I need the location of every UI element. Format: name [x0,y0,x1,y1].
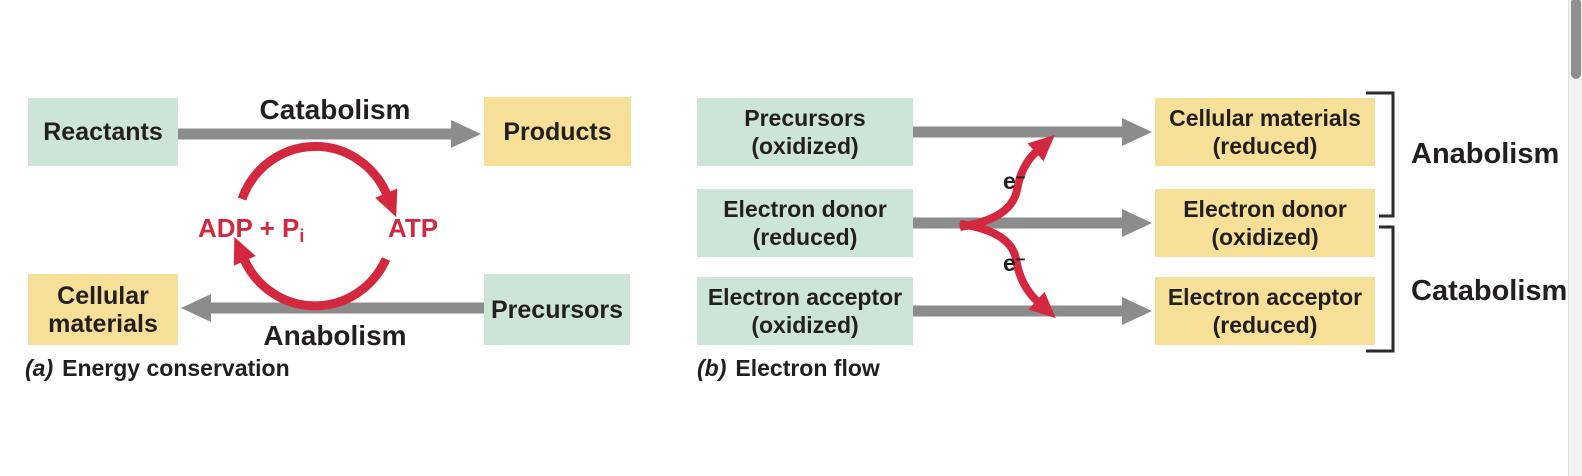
panel-a-caption-text: Energy conservation [62,355,290,381]
reactants-box: Reactants [28,98,178,166]
catabolism-label: Catabolism [259,94,411,125]
atp-cycle-top-arc [237,141,398,218]
reactants-label: Reactants [43,118,163,146]
cellular-materials-box: Cellular materials [28,274,178,345]
precursors-label: Precursors [490,295,624,324]
electron-donor-oxidized-box: Electron donor (oxidized) [1155,189,1375,257]
box-line: Cellular materials [1169,104,1361,131]
products-label: Products [503,117,612,146]
cellular-materials-label: Cellular materials [48,281,158,338]
electron-label-top: e− [1003,168,1026,194]
box-line: (reduced) [1212,133,1318,159]
atp-cycle-bottom-arc [233,237,391,311]
box-line: (oxidized) [751,312,859,338]
scrollbar-thumb[interactable] [1571,0,1581,79]
panel-b-caption-prefix: (b) [697,355,727,381]
box-line: (reduced) [1212,312,1318,338]
electron-acceptor-oxidized-box: Electron acceptor (oxidized) [697,277,913,345]
electron-down-arrow [959,220,1056,319]
products-box: Products [484,97,631,166]
panel-a-caption-prefix: (a) [25,355,54,381]
box-line: Precursors [744,104,866,131]
panel-b-caption: (b) Electron flow [697,355,880,382]
scrollbar-track[interactable] [1568,0,1582,476]
panel-a-caption: (a) Energy conservation [25,355,290,382]
box-line: (oxidized) [1211,224,1319,250]
catabolism-bracket-label: Catabolism [1411,275,1568,307]
precursors-oxidized-box: Precursors (oxidized) [697,98,913,166]
panel-b-caption-text: Electron flow [735,355,880,381]
box-line: Electron acceptor [707,283,903,310]
atp-label: ATP [388,213,439,243]
box-line: (oxidized) [751,133,859,159]
box-line: Electron acceptor [1167,283,1363,310]
cellular-materials-reduced-box: Cellular materials (reduced) [1155,98,1375,166]
electron-label-bottom: e− [1003,250,1026,276]
precursors-box: Precursors [484,274,630,345]
anabolism-bracket-label: Anabolism [1411,138,1560,170]
box-line: (reduced) [752,224,858,250]
box-line: Electron donor [723,195,887,222]
electron-donor-reduced-box: Electron donor (reduced) [697,189,913,257]
adp-pi-label: ADP + Pi [198,213,305,246]
electron-acceptor-reduced-box: Electron acceptor (reduced) [1155,277,1375,345]
box-line: Electron donor [1183,195,1347,222]
anabolism-label: Anabolism [263,320,407,351]
